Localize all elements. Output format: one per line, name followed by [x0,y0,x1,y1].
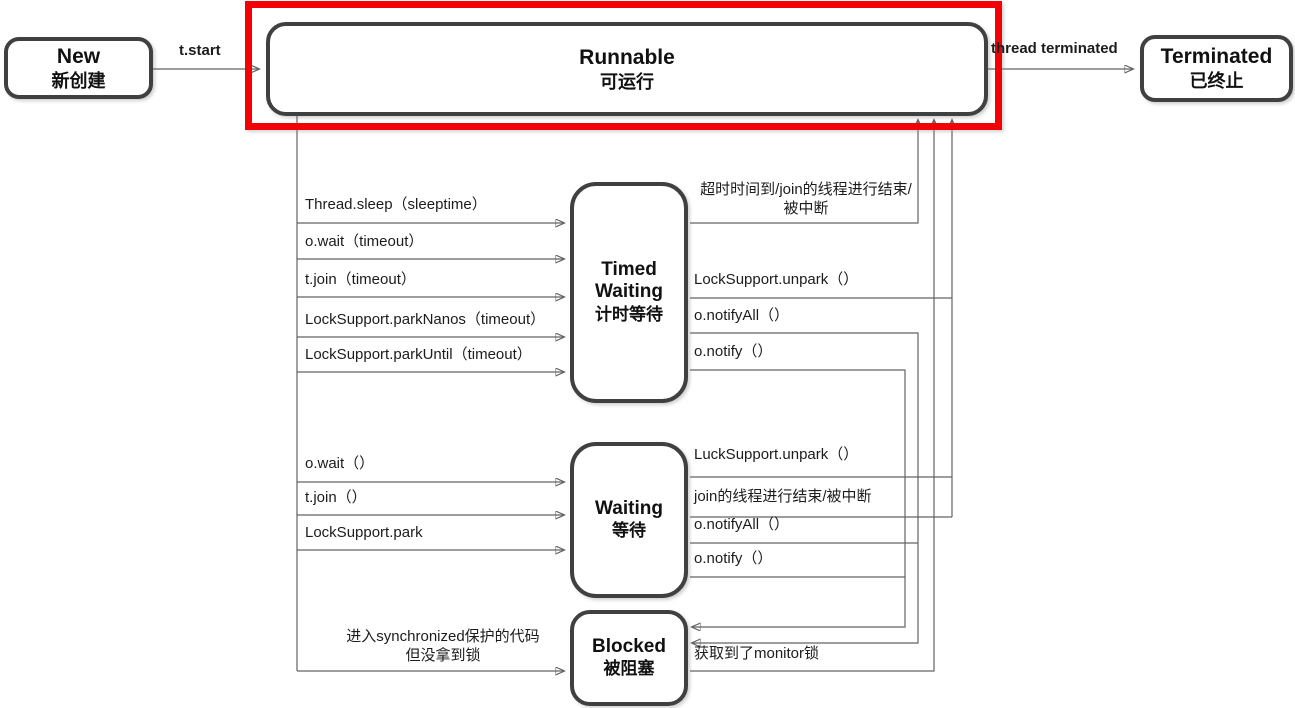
state-blocked: Blocked 被阻塞 [570,610,688,706]
label-w-notifyall: o.notifyAll（） [694,516,790,533]
label-thread-terminated: thread terminated [991,40,1118,57]
state-runnable-label-zh: 可运行 [600,71,654,92]
label-tjoin: t.join（） [305,489,367,506]
state-new: New 新创建 [4,37,153,99]
label-w-join-end-interrupted: join的线程进行结束/被中断 [694,488,872,505]
label-tw-notifyall: o.notifyAll（） [694,307,790,324]
edge-monitor-up [690,121,934,672]
state-terminated-label-en: Terminated [1160,45,1273,69]
edge-notifyall-down [690,332,919,643]
label-tjoin-timeout: t.join（timeout） [305,271,416,288]
label-parkuntil-timeout: LockSupport.parkUntil（timeout） [305,346,532,363]
state-terminated: Terminated 已终止 [1140,35,1293,102]
label-locksupport-park: LockSupport.park [305,524,423,541]
label-tw-locksupport-unpark: LockSupport.unpark（） [694,271,859,288]
label-owait: o.wait（） [305,455,375,472]
label-w-notify: o.notify（） [694,550,773,567]
state-new-label-en: New [56,44,101,68]
label-t-start: t.start [179,42,221,59]
label-enter-synchronized-no-lock: 进入synchronized保护的代码 但没拿到锁 [346,628,540,664]
edge-timeout-up [690,121,918,224]
state-waiting-label-en: Waiting [595,497,663,519]
edge-notify-down [690,369,906,627]
label-acquired-monitor-lock: 获取到了monitor锁 [694,645,820,662]
state-timed-waiting: Timed Waiting 计时等待 [570,182,688,403]
label-timeout-join-end-interrupted: 超时时间到/join的线程进行结束/ 被中断 [700,181,912,217]
state-timed-waiting-label-zh: 计时等待 [595,305,663,325]
label-tw-notify: o.notify（） [694,343,773,360]
state-new-label-zh: 新创建 [51,70,106,91]
state-runnable: Runnable 可运行 [266,22,988,116]
state-blocked-label-zh: 被阻塞 [603,659,655,679]
label-thread-sleep: Thread.sleep（sleeptime） [305,196,487,213]
state-runnable-label-en: Runnable [579,45,675,69]
label-w-lucksupport-unpark: LuckSupport.unpark（） [694,446,859,463]
state-terminated-label-zh: 已终止 [1189,71,1244,92]
state-waiting: Waiting 等待 [570,442,688,598]
label-parknanos-timeout: LockSupport.parkNanos（timeout） [305,311,546,328]
state-blocked-label-en: Blocked [592,635,666,657]
label-owait-timeout: o.wait（timeout） [305,233,424,250]
state-timed-waiting-label-en: Timed Waiting [595,258,663,303]
state-waiting-label-zh: 等待 [612,521,646,541]
